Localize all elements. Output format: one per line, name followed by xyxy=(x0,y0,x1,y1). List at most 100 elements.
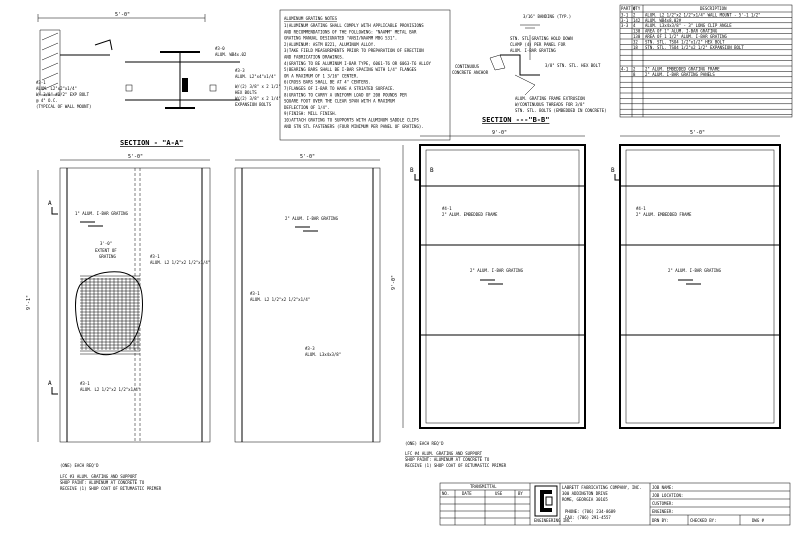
parts-table: 3-1 2 ALUM. L2 1/2"x2 1/2"x1/4" WALL MOUNT… xyxy=(619,4,793,118)
banding-label-2: CLAMP (4) PER PANEL FOR xyxy=(510,42,566,47)
bottom-notes-right: (ONE) EACH REQ'D LFC #4 ALUM. GRATING AN… xyxy=(405,441,507,468)
detail-label-10: HEX BOLTS xyxy=(235,90,257,95)
note-line: 6)CROSS BARS SHALL BE AT 4" CENTERS. xyxy=(284,80,371,85)
top-width-dim: 5'-0" xyxy=(115,12,130,18)
bb-marker-left: B xyxy=(410,167,414,174)
banding-label-0: 3/16" BANDING (TYP.) xyxy=(523,14,571,19)
note-line: 4)GRATING TO BE ALUMINUM I-BAR TYPE, 606… xyxy=(284,61,431,66)
plan2-part3-id: #3-3 xyxy=(305,346,315,351)
aa-part2-desc: ALUM. L2 1/2"x2 1/2"x1/4" xyxy=(80,387,140,392)
bb-grating-label: 2" ALUM. I-BAR GRATING xyxy=(470,268,524,273)
banding-detail: 3/16" BANDING (TYP.) STN. STL GRATING HO… xyxy=(452,14,607,113)
parts-cell: ALUM. L2 1/2"x2 1/2"x1/4" WALL MOUNT - 5… xyxy=(645,12,761,17)
transmittal-title: TRANSMITTAL xyxy=(470,484,497,489)
left-note-3: RECEIVE (1) SHOP COAT OF BITUMASTIC PRIM… xyxy=(60,486,162,491)
parts-header-desc: DESCRIPTION xyxy=(700,6,727,11)
field-engineer: ENGINEER: xyxy=(652,509,674,514)
company-line-4: FAX: (706) 291-4557 xyxy=(565,515,611,520)
section-aa-plan: 5'-0" 9'-1" A A 1" ALUM. I-BAR GRATING 3… xyxy=(26,154,211,443)
banding-label-6: 3/8" STN. STL. HEX BOLT xyxy=(545,63,601,68)
grating-notes: ALUMINUM GRATING NOTES 1)ALUMINUM GRATIN… xyxy=(279,9,451,141)
parts-cell: ALUM. WB4x8.02# xyxy=(645,18,682,23)
aa-extent-2: GRATING xyxy=(99,254,116,259)
plan-2: 5'-0" 2" ALUM. I-BAR GRATING #3-1 ALUM. … xyxy=(234,154,381,443)
detail-label-0: #3-0 xyxy=(215,46,225,51)
detail-label-8: ALUM. L2"x4"x1/4" xyxy=(235,74,276,79)
parts-cell: 3-1 xyxy=(621,18,629,23)
transmittal-date: DATE xyxy=(462,491,472,496)
detail-label-3: ALUM. L2"x2"x1/4" xyxy=(36,86,77,91)
parts-cell: 8 xyxy=(633,72,636,77)
banding-label-4: CONTINUOUS xyxy=(455,64,480,69)
field-dwg: DWG # xyxy=(752,518,765,523)
banding-label-5: CONCRETE ANCHOR xyxy=(452,70,489,75)
transmittal-use: USE xyxy=(495,491,503,496)
left-note-0: (ONE) EACH REQ'D xyxy=(60,463,99,468)
banding-label-7: ALUM. GRATING FRAME EXTRUSION xyxy=(515,96,585,101)
plan4-frame-desc: 2" ALUM. EMBEDDED FRAME xyxy=(636,212,692,217)
note-line: SQUARE FOOT OVER THE CLEAR SPAN WITH A M… xyxy=(284,99,395,104)
field-drn-by: DRN BY: xyxy=(652,518,669,523)
detail-label-5: @ 4" O.C. xyxy=(36,98,58,103)
aa-marker-left-bottom: A xyxy=(48,380,52,387)
field-customer: CUSTOMER: xyxy=(652,501,674,506)
section-bb-title: SECTION ---"B-B" xyxy=(482,116,549,124)
bb-width-dim: 9'-0" xyxy=(492,130,507,136)
parts-cell: AREA OF 1" ALUM. I-BAR GRATING xyxy=(645,29,718,34)
note-line: 7)FLANGES OF I-BAR TO HAVE A STRIATED SU… xyxy=(284,86,395,91)
parts-cell: AREA OF 1 1/2" ALUM. I-BAR GRATING xyxy=(645,34,727,39)
parts-cell: 130 xyxy=(633,34,641,39)
plan2-part-desc: ALUM. L2 1/2"x2 1/2"x1/4" xyxy=(250,297,310,302)
parts-cell: ALUM. L3x4x3/8" - 3" LONG CLIP ANGLE xyxy=(645,23,732,28)
aa-grating-label: 1" ALUM. I-BAR GRATING xyxy=(75,211,129,216)
transmittal-by: BY xyxy=(518,491,523,496)
note-line: 1)ALUMINUM GRATING SHALL COMPLY WITH APP… xyxy=(284,23,424,28)
detail-label-2: #3-1 xyxy=(36,80,46,85)
parts-cell: 3-3 xyxy=(621,23,629,28)
parts-cell: 2 xyxy=(633,12,636,17)
parts-cell: STN. STL. TSO4 1/2"x1/2" HEX BOLT xyxy=(645,39,725,44)
right-note-3: RECEIVE (1) SHOP COAT OF BITUMASTIC PRIM… xyxy=(405,463,507,468)
company-logo xyxy=(534,485,558,517)
aa-part1-id: #3-1 xyxy=(150,254,160,259)
note-line: GRATING MANUAL DESIGNATED "ANSI/NAAMM MB… xyxy=(284,36,397,41)
aa-extent-1: EXTENT OF xyxy=(95,248,117,253)
notes-title: ALUMINUM GRATING NOTES xyxy=(284,16,338,21)
plan4-frame-id: #4-1 xyxy=(636,206,646,211)
banding-label-8: W/CONTINUOUS THREADS FOR 3/8" xyxy=(515,102,585,107)
parts-cell: 18 xyxy=(633,45,638,50)
wall-mount-detail: 5'-0" #3-0 ALUM. WB4x.02 #3-1 ALUM. L2"x… xyxy=(36,12,281,109)
bb-marker-right: B xyxy=(430,167,434,174)
note-line: 5)BEARING BARS SHALL BE I-BAR SPACING WI… xyxy=(284,67,417,72)
bb-frame-desc: 2" ALUM. EMBEDDED FRAME xyxy=(442,212,498,217)
plan-4: 5'-0" B #4-1 2" ALUM. EMBEDDED FRAME 2" … xyxy=(611,130,781,429)
parts-cell: STN. STL. TSO4 1/2"x2 1/2" EXPANSION BOL… xyxy=(645,45,744,50)
left-note-1: LFC #3 ALUM. GRATING AND SUPPORT xyxy=(60,474,138,479)
banding-label-9: STN. STL. BOLTS (EMBEDDED IN CONCRETE) xyxy=(515,108,607,113)
detail-label-1: ALUM. WB4x.02 xyxy=(215,52,247,57)
parts-cell: 2" ALUM. EMBEDDED GRATING FRAME xyxy=(645,66,720,71)
note-line: 10)ATTACH GRATING TO SUPPORTS WITH ALUMI… xyxy=(284,118,419,123)
title-block: TRANSMITTAL NO. DATE USE BY ENGINEERING … xyxy=(439,482,791,526)
note-line: AND STN STL FASTENERS (FOUR MINIMUM PER … xyxy=(284,124,424,129)
right-note-0: (ONE) EACH REQ'D xyxy=(405,441,444,446)
note-line: 8)GRATING TO CARRY A UNIFORM LOAD OF 200… xyxy=(284,92,407,97)
detail-label-9: W/(2) 3/8" x 2 1/2" xyxy=(235,84,281,89)
note-line: AND FABRICATION DRAWINGS. xyxy=(284,55,344,60)
field-job-name: JOB NAME: xyxy=(652,485,674,490)
field-job-location: JOB LOCATION: xyxy=(652,493,683,498)
plan2-width-dim: 5'-0" xyxy=(300,154,315,160)
parts-header-part: PART # xyxy=(621,6,636,11)
plan4-grating-label: 2" ALUM. I-BAR GRATING xyxy=(668,268,722,273)
parts-cell: 2" ALUM. I-BAR GRATING PANELS xyxy=(645,72,715,77)
company-line-1: 300 ADDINGTON DRIVE xyxy=(562,491,608,496)
aa-part1-desc: ALUM. L2 1/2"x2 1/2"x1/4" xyxy=(150,260,210,265)
plan2-grating-label: 2" ALUM. I-BAR GRATING xyxy=(285,216,339,221)
logo-caption: ENGINEERING INC. xyxy=(534,518,573,523)
plan2-part3-desc: ALUM. L3x4x3/8" xyxy=(305,352,341,357)
field-checked-by: CHECKED BY: xyxy=(690,518,717,523)
detail-label-7: #3-3 xyxy=(235,68,245,73)
left-note-2: SHOP PAINT: ALUMINUM AT CONCRETE TO xyxy=(60,480,145,485)
plan4-width-dim: 5'-0" xyxy=(690,130,705,136)
aa-extent-0: 3'-0" xyxy=(100,241,112,246)
